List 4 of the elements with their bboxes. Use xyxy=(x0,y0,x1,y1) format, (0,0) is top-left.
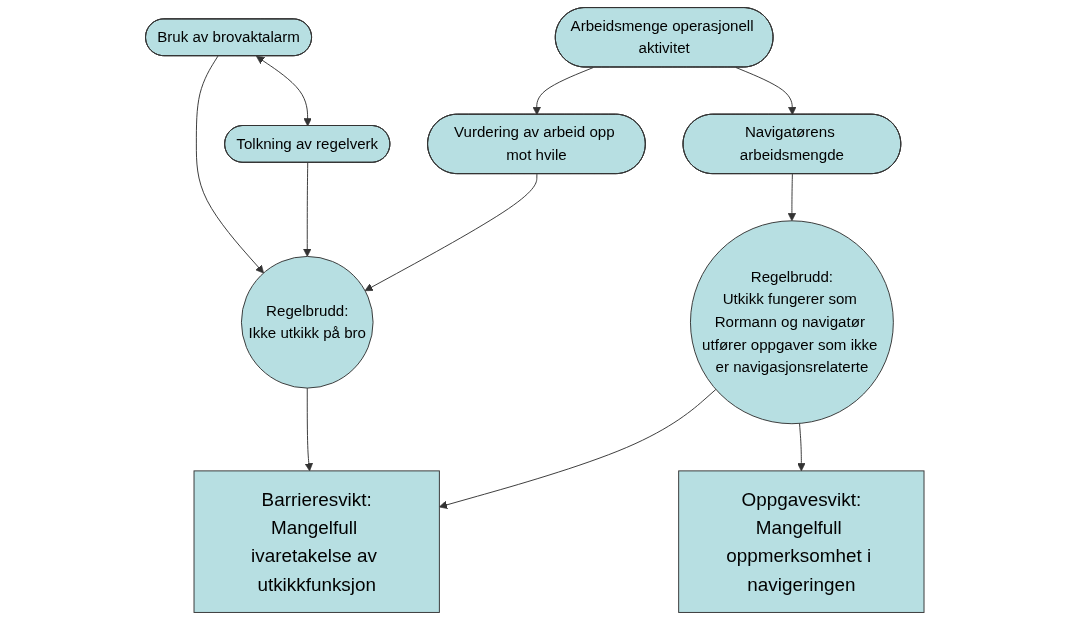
node-circle: Regelbrudd: Utkikk fungerer som Rormann og navigatør utfører oppgaver som ikke er navigasjonsrelaterte xyxy=(690,220,894,425)
node-box: Oppgavesvikt: Mangelfull oppmerksomhet i navigeringen xyxy=(678,470,925,613)
node-box: Barrieresvikt: Mangelfull ivaretakelse av utkikkfunksjon xyxy=(193,470,441,613)
node-circle: Regelbrudd: Ikke utkikk på bro xyxy=(241,255,374,389)
